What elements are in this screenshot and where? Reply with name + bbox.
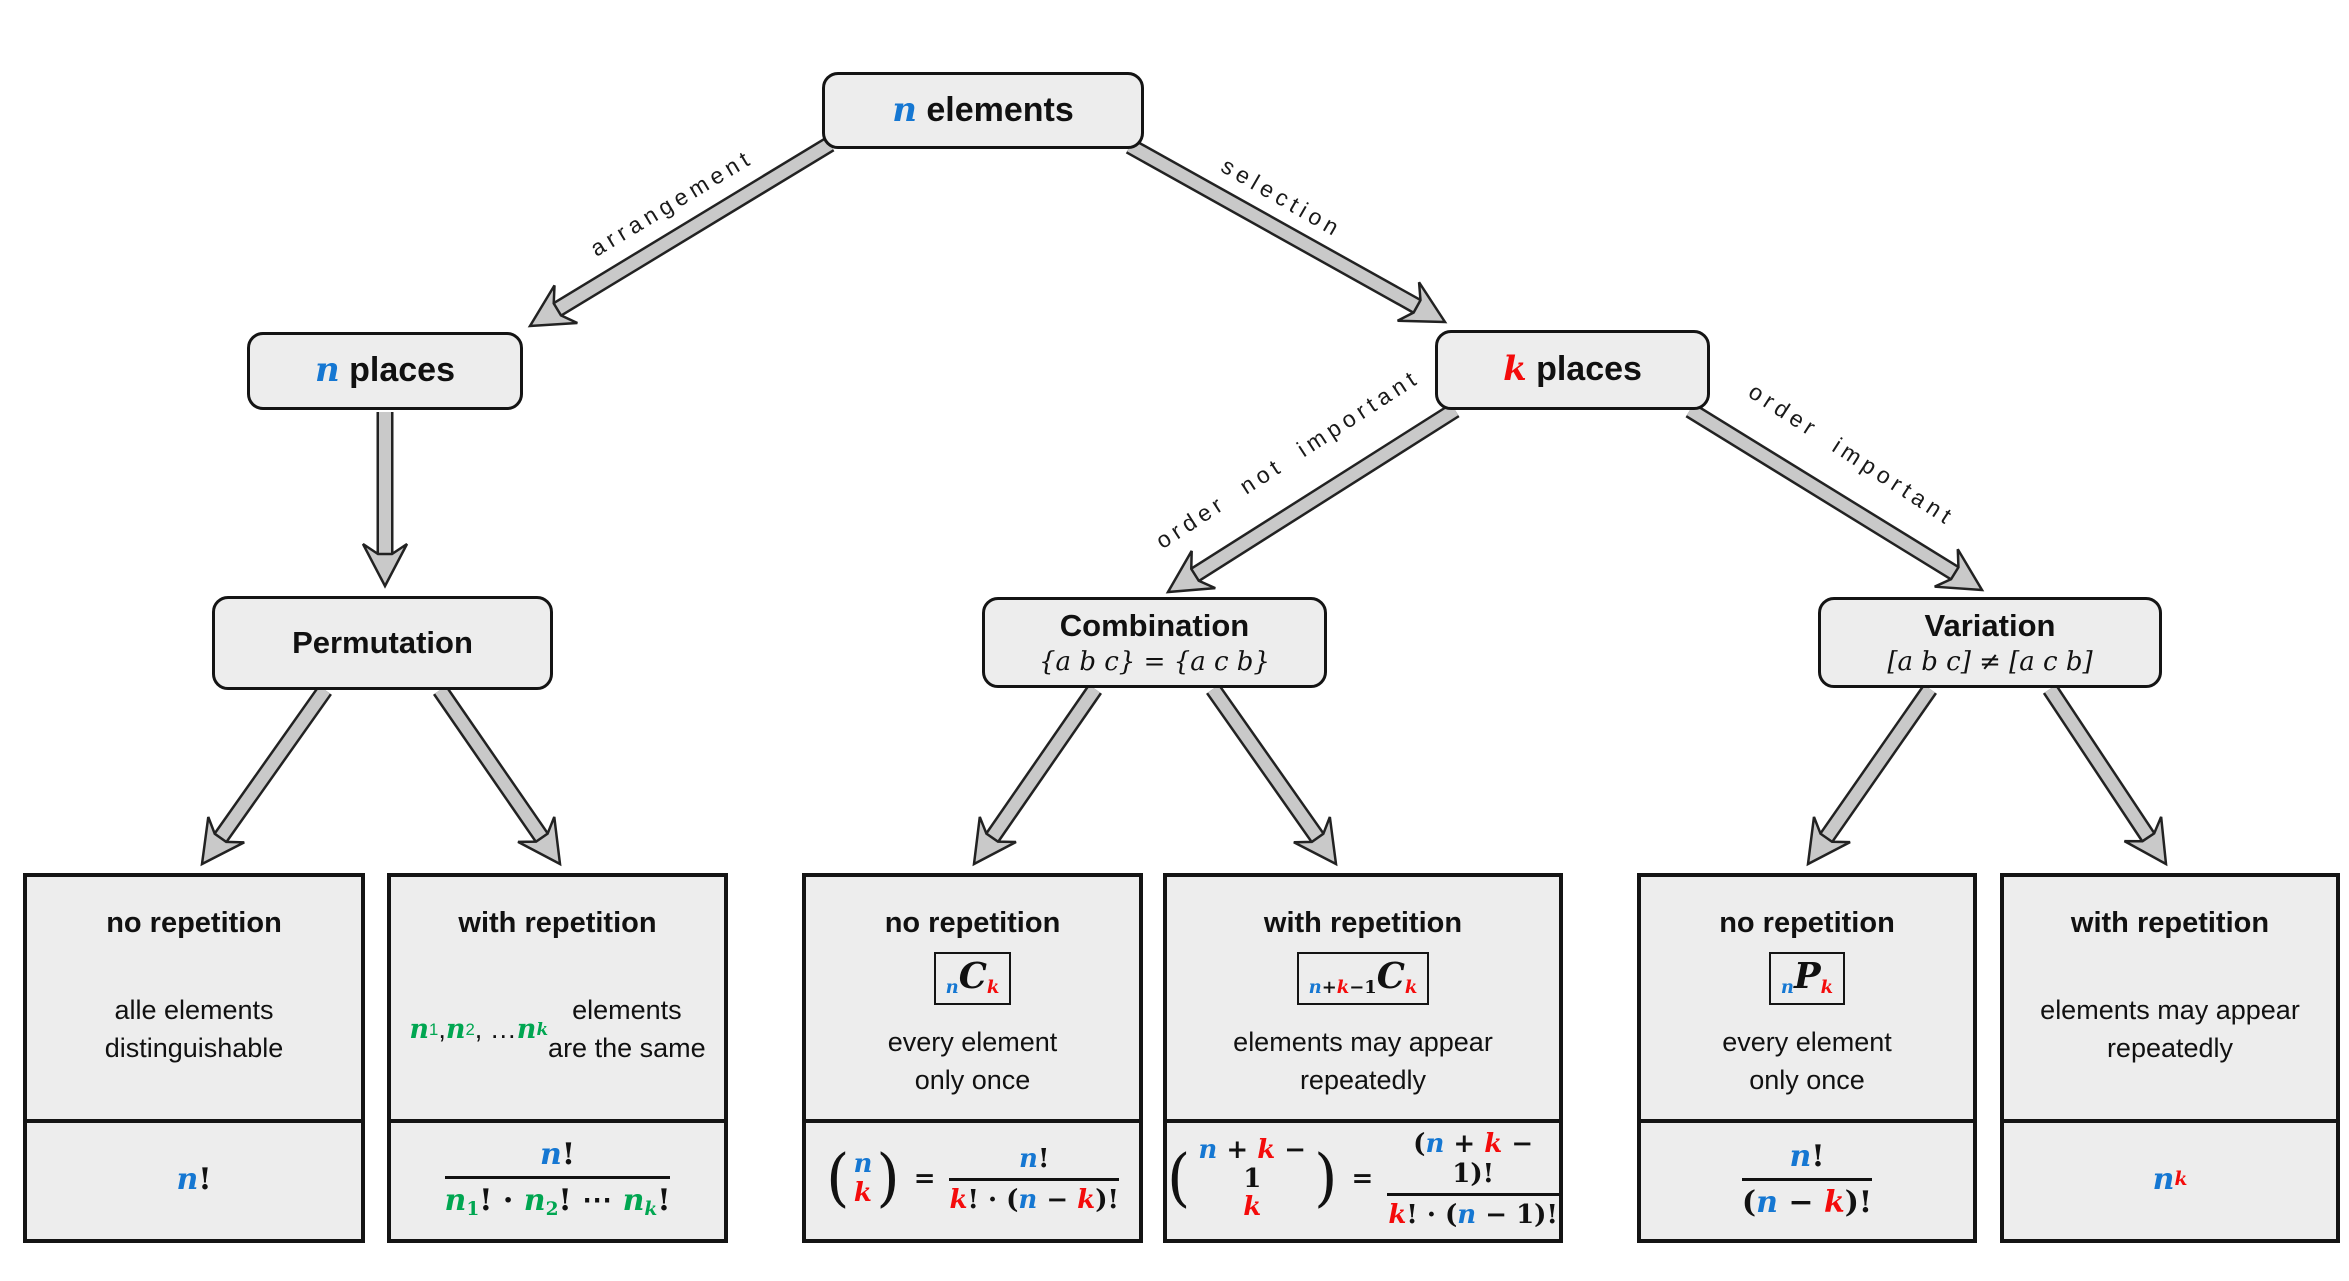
formula-n-factorial: n! (27, 1119, 361, 1235)
node-k-places-label: k places (1503, 349, 1642, 390)
node-combination-label: Combination (1059, 608, 1250, 644)
fraction-numerator: (n + k − 1)! (1387, 1129, 1559, 1196)
node-n-elements: n elements (822, 72, 1144, 149)
fraction-denominator: (n − k)! (1741, 1184, 1873, 1220)
leaf-description: every element only once (1722, 1026, 1892, 1095)
binomial-coefficient: ( n k ) (826, 1141, 900, 1215)
symbol-n-plus-k-minus-1-C-k: n+k−1Ck (1296, 952, 1430, 1005)
node-variation-example: [a b c] ≠ [a c b] (1887, 646, 2093, 677)
fraction-numerator: n! (949, 1144, 1119, 1181)
leaf-title: no repetition (106, 907, 282, 939)
node-n-places: n places (247, 332, 523, 410)
node-k-places: k places (1435, 330, 1710, 410)
node-permutation-label: Permutation (292, 625, 473, 661)
fraction-denominator: n1! · n2! ⋯ nk! (444, 1183, 671, 1221)
fraction-numerator: n! (444, 1137, 671, 1180)
leaf-variation-no-repetition: no repetition nPk every element only onc… (1637, 873, 1977, 1243)
fraction-numerator: n! (1741, 1139, 1873, 1181)
node-variation: Variation [a b c] ≠ [a c b] (1818, 597, 2162, 688)
formula-combination: ( n k ) = n! k! · (n − k)! (806, 1119, 1139, 1235)
leaf-combination-with-repetition: with repetition n+k−1Ck elements may app… (1163, 873, 1563, 1243)
binomial-coefficient: ( n + k − 1 k ) (1167, 1135, 1338, 1223)
node-n-places-label: n places (314, 350, 456, 391)
node-n-elements-label: n elements (892, 89, 1074, 130)
leaf-description: alle elements distinguishable (104, 994, 284, 1063)
leaf-description: elements may appear repeatedly (2040, 994, 2300, 1063)
node-combination: Combination {a b c} = {a c b} (982, 597, 1327, 688)
symbol-nPk: nPk (1768, 952, 1846, 1005)
formula-permutation-repetition: n! n1! · n2! ⋯ nk! (391, 1119, 724, 1235)
leaf-title: with repetition (1263, 907, 1463, 939)
leaf-description: every element only once (887, 1026, 1058, 1095)
fraction-denominator: k! · (n − 1)! (1388, 1199, 1558, 1230)
leaf-title: with repetition (2070, 907, 2270, 939)
formula-combination-repetition: ( n + k − 1 k ) = (n + k − 1)! k! · (n −… (1167, 1119, 1559, 1235)
leaf-title: with repetition (458, 907, 657, 939)
leaf-combination-no-repetition: no repetition nCk every element only onc… (802, 873, 1143, 1243)
leaf-variation-with-repetition: with repetition elements may appear repe… (2000, 873, 2340, 1243)
symbol-nCk: nCk (933, 952, 1012, 1005)
leaf-title: no repetition (884, 907, 1061, 939)
fraction-denominator: k! · (n − k)! (949, 1184, 1119, 1215)
leaf-title: no repetition (1719, 907, 1895, 939)
node-variation-label: Variation (1924, 608, 2056, 644)
node-permutation: Permutation (212, 596, 553, 690)
leaf-permutation-no-repetition: no repetition alle elements distinguisha… (23, 873, 365, 1243)
formula-variation: n! (n − k)! (1641, 1119, 1973, 1235)
leaf-description: elements may appear repeatedly (1233, 1026, 1493, 1095)
node-combination-example: {a b c} = {a c b} (1039, 646, 1270, 677)
